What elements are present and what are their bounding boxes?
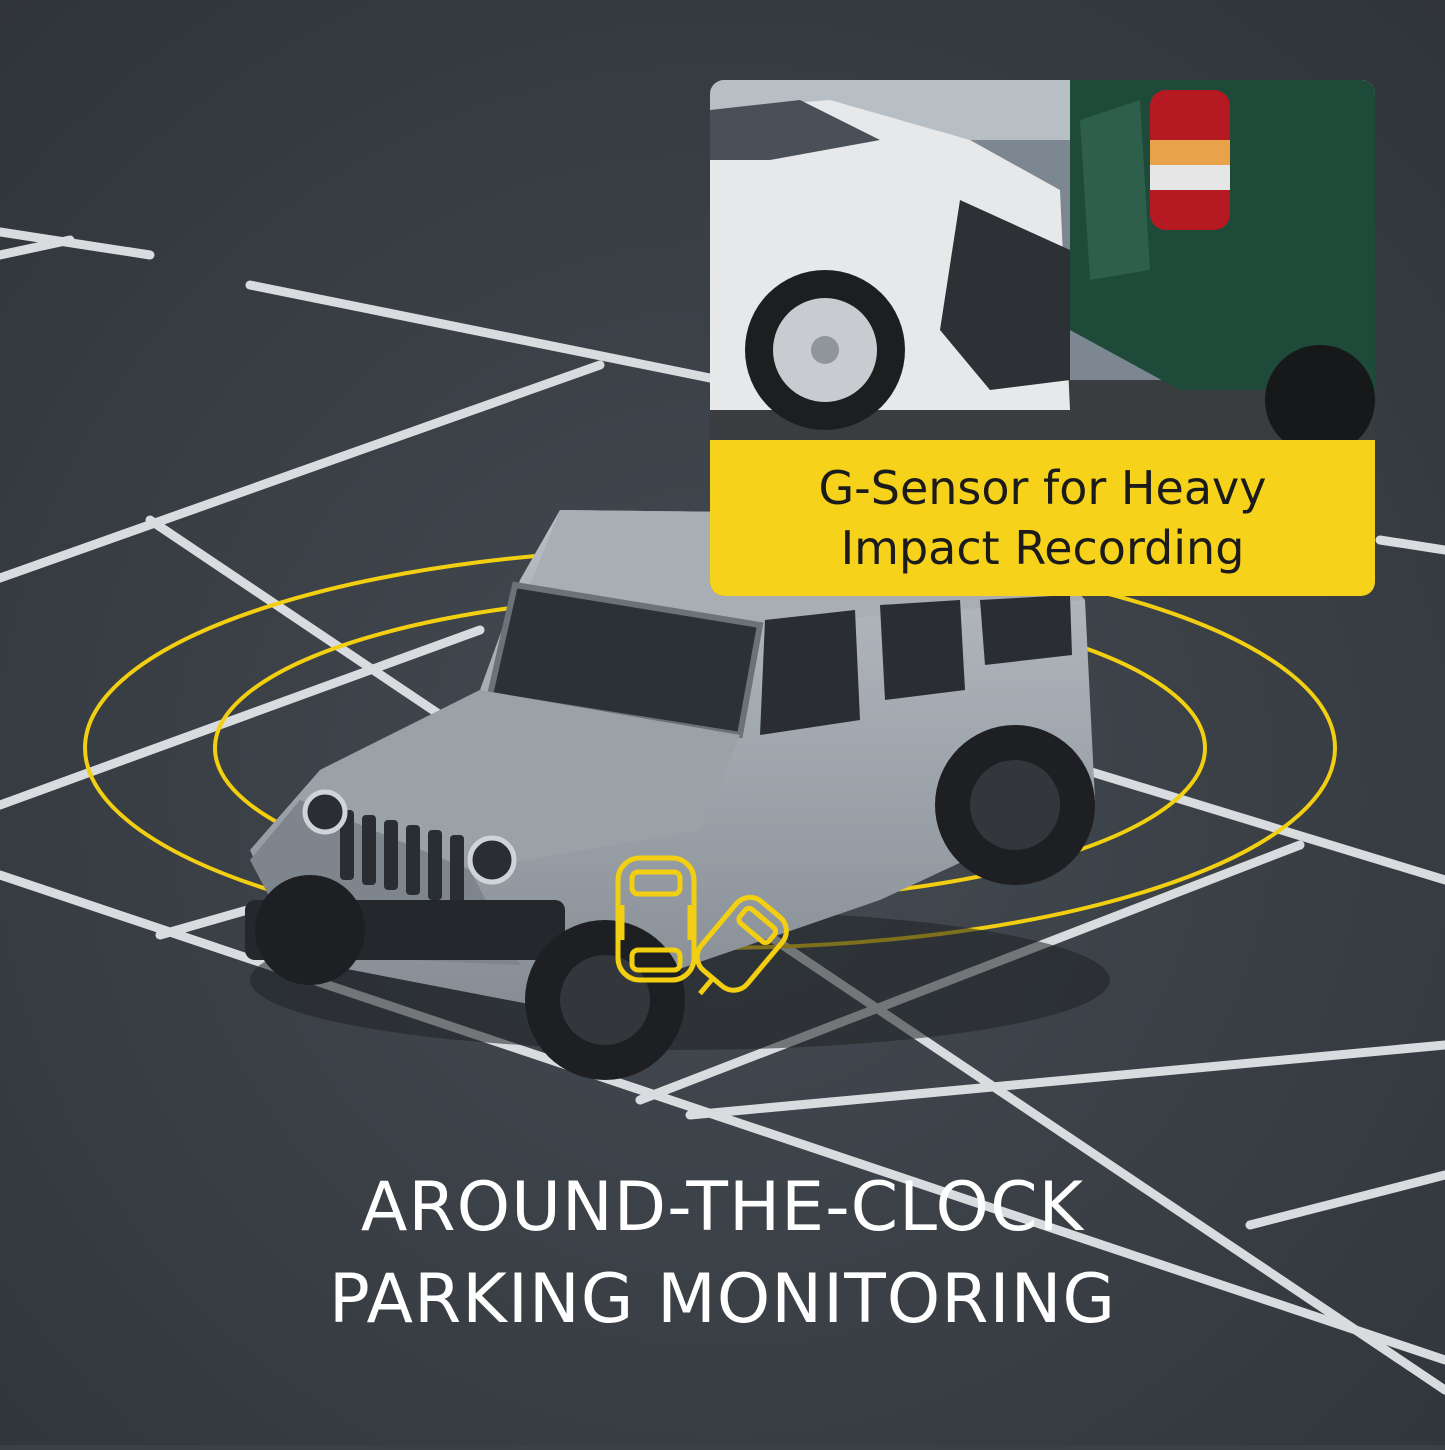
inset-caption-line1: G-Sensor for Heavy: [818, 461, 1267, 515]
headline-line2: PARKING MONITORING: [328, 1260, 1117, 1339]
impact-inset-card: G-Sensor for Heavy Impact Recording: [710, 80, 1375, 596]
headline-line1: AROUND-THE-CLOCK: [360, 1168, 1085, 1247]
collision-photo: [710, 80, 1375, 440]
car-top-view-icon: [615, 855, 697, 983]
parking-lines: [0, 227, 1445, 1395]
inset-caption-line2: Impact Recording: [840, 521, 1245, 575]
inset-caption: G-Sensor for Heavy Impact Recording: [743, 458, 1343, 578]
headline: AROUND-THE-CLOCK PARKING MONITORING: [0, 1162, 1445, 1346]
caption-band: G-Sensor for Heavy Impact Recording: [710, 440, 1375, 596]
tilted-car-icon: [694, 894, 789, 996]
